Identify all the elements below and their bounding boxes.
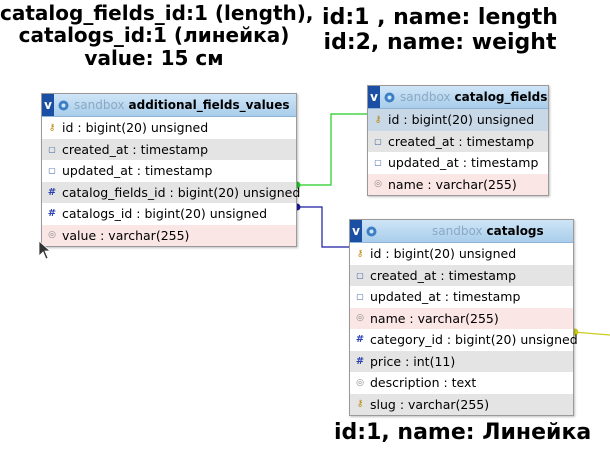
column-row[interactable]: ◎ name : varchar(255)	[368, 173, 548, 195]
column-label: updated_at : timestamp	[370, 289, 521, 305]
column-label: created_at : timestamp	[62, 141, 209, 157]
column-label: updated_at : timestamp	[62, 163, 213, 179]
string-icon: ◎	[374, 179, 382, 190]
column-row[interactable]: # catalogs_id : bigint(20) unsigned	[42, 203, 296, 225]
column-label: id : bigint(20) unsigned	[388, 112, 535, 128]
annotation-line: catalogs_id:1 (линейка)	[18, 23, 290, 48]
number-icon: #	[47, 186, 57, 198]
column-row[interactable]: ▢ updated_at : timestamp	[350, 286, 573, 308]
string-icon: ◎	[356, 313, 364, 324]
table-header[interactable]: v sandbox additional_fields_values	[42, 94, 296, 117]
column-row[interactable]: ⚷ id : bigint(20) unsigned	[42, 117, 296, 139]
timestamp-icon: ▢	[356, 270, 364, 280]
column-label: name : varchar(255)	[370, 310, 499, 326]
table-header[interactable]: v sandbox catalog_fields	[368, 86, 548, 109]
cursor-icon	[38, 240, 52, 260]
collapse-v-icon[interactable]: v	[42, 94, 54, 116]
annotation-line: id:1 , name: length	[322, 5, 558, 30]
key-icon: ⚷	[356, 248, 364, 259]
column-row[interactable]: ▢ created_at : timestamp	[368, 130, 548, 152]
key-icon: ⚷	[356, 399, 364, 410]
timestamp-icon: ▢	[374, 136, 382, 146]
column-row[interactable]: ▢ created_at : timestamp	[350, 264, 573, 286]
gear-icon[interactable]	[383, 91, 396, 104]
column-row[interactable]: ⚷ slug : varchar(255)	[350, 393, 573, 415]
column-row[interactable]: ◎ name : varchar(255)	[350, 307, 573, 329]
column-row[interactable]: ▢ updated_at : timestamp	[368, 152, 548, 174]
table-catalogs[interactable]: v sandbox catalogs ⚷ id : bigint(20) uns…	[349, 219, 578, 416]
annotation-field-value: catalog_fields_id:1 (length), catalogs_i…	[0, 1, 314, 70]
column-label: value : varchar(255)	[62, 227, 190, 243]
annotation-line: catalog_fields_id:1 (length),	[0, 1, 314, 25]
table-catalog-fields[interactable]: v sandbox catalog_fields ⚷ id : bigint(2…	[367, 85, 549, 196]
column-label: updated_at : timestamp	[388, 155, 539, 171]
relation-line-catalogs[interactable]	[296, 206, 350, 248]
string-icon: ◎	[356, 377, 364, 388]
annotation-catalog-fields: id:1 , name: length id:2, name: weight	[320, 5, 560, 55]
timestamp-icon: ▢	[356, 292, 364, 302]
number-icon: #	[355, 355, 365, 367]
column-row[interactable]: ⚷ id : bigint(20) unsigned	[368, 109, 548, 131]
annotation-catalog: id:1, name: Линейка	[334, 420, 592, 445]
timestamp-icon: ▢	[374, 158, 382, 168]
column-row[interactable]: # price : int(11)	[350, 350, 573, 372]
column-label: created_at : timestamp	[388, 133, 535, 149]
table-additional-fields-values[interactable]: v sandbox additional_fields_values ⚷ id …	[41, 93, 300, 247]
column-row[interactable]: ⚷ id : bigint(20) unsigned	[350, 243, 573, 265]
column-row[interactable]: ▢ updated_at : timestamp	[42, 160, 296, 182]
column-label: price : int(11)	[370, 353, 456, 369]
collapse-v-icon[interactable]: v	[368, 86, 380, 108]
column-label: description : text	[370, 375, 477, 391]
database-name: sandbox	[400, 90, 451, 104]
annotation-line: value: 15 см	[84, 45, 224, 70]
column-row[interactable]: ▢ created_at : timestamp	[42, 138, 296, 160]
relation-line-catalog-fields[interactable]	[296, 113, 368, 186]
column-row[interactable]: ◎ description : text	[350, 372, 573, 394]
column-label: category_id : bigint(20) unsigned	[370, 332, 578, 348]
timestamp-icon: ▢	[48, 144, 56, 154]
number-icon: #	[355, 334, 365, 346]
column-label: slug : varchar(255)	[370, 396, 490, 412]
annotation-line: id:2, name: weight	[323, 29, 557, 55]
relation-line-category[interactable]	[572, 331, 610, 336]
database-name: sandbox	[432, 224, 483, 238]
timestamp-icon: ▢	[48, 166, 56, 176]
table-name: catalogs	[486, 224, 544, 238]
column-label: name : varchar(255)	[388, 176, 517, 192]
table-name: additional_fields_values	[128, 98, 290, 112]
column-label: catalogs_id : bigint(20) unsigned	[62, 206, 268, 222]
column-row[interactable]: # category_id : bigint(20) unsigned	[350, 329, 578, 351]
column-label: created_at : timestamp	[370, 267, 517, 283]
string-icon: ◎	[48, 230, 56, 241]
database-name: sandbox	[74, 98, 125, 112]
column-row[interactable]: # catalog_fields_id : bigint(20) unsigne…	[42, 181, 300, 203]
table-header[interactable]: v sandbox catalogs	[350, 220, 573, 243]
gear-icon[interactable]	[57, 99, 70, 112]
table-name: catalog_fields	[454, 90, 548, 104]
number-icon: #	[47, 208, 57, 220]
column-row[interactable]: ◎ value : varchar(255)	[42, 224, 296, 246]
gear-icon[interactable]	[365, 225, 378, 238]
column-label: id : bigint(20) unsigned	[370, 246, 517, 262]
column-label: id : bigint(20) unsigned	[62, 120, 209, 136]
collapse-v-icon[interactable]: v	[350, 220, 362, 242]
column-label: catalog_fields_id : bigint(20) unsigned	[62, 184, 301, 200]
key-icon: ⚷	[48, 122, 56, 133]
key-icon: ⚷	[374, 114, 382, 125]
